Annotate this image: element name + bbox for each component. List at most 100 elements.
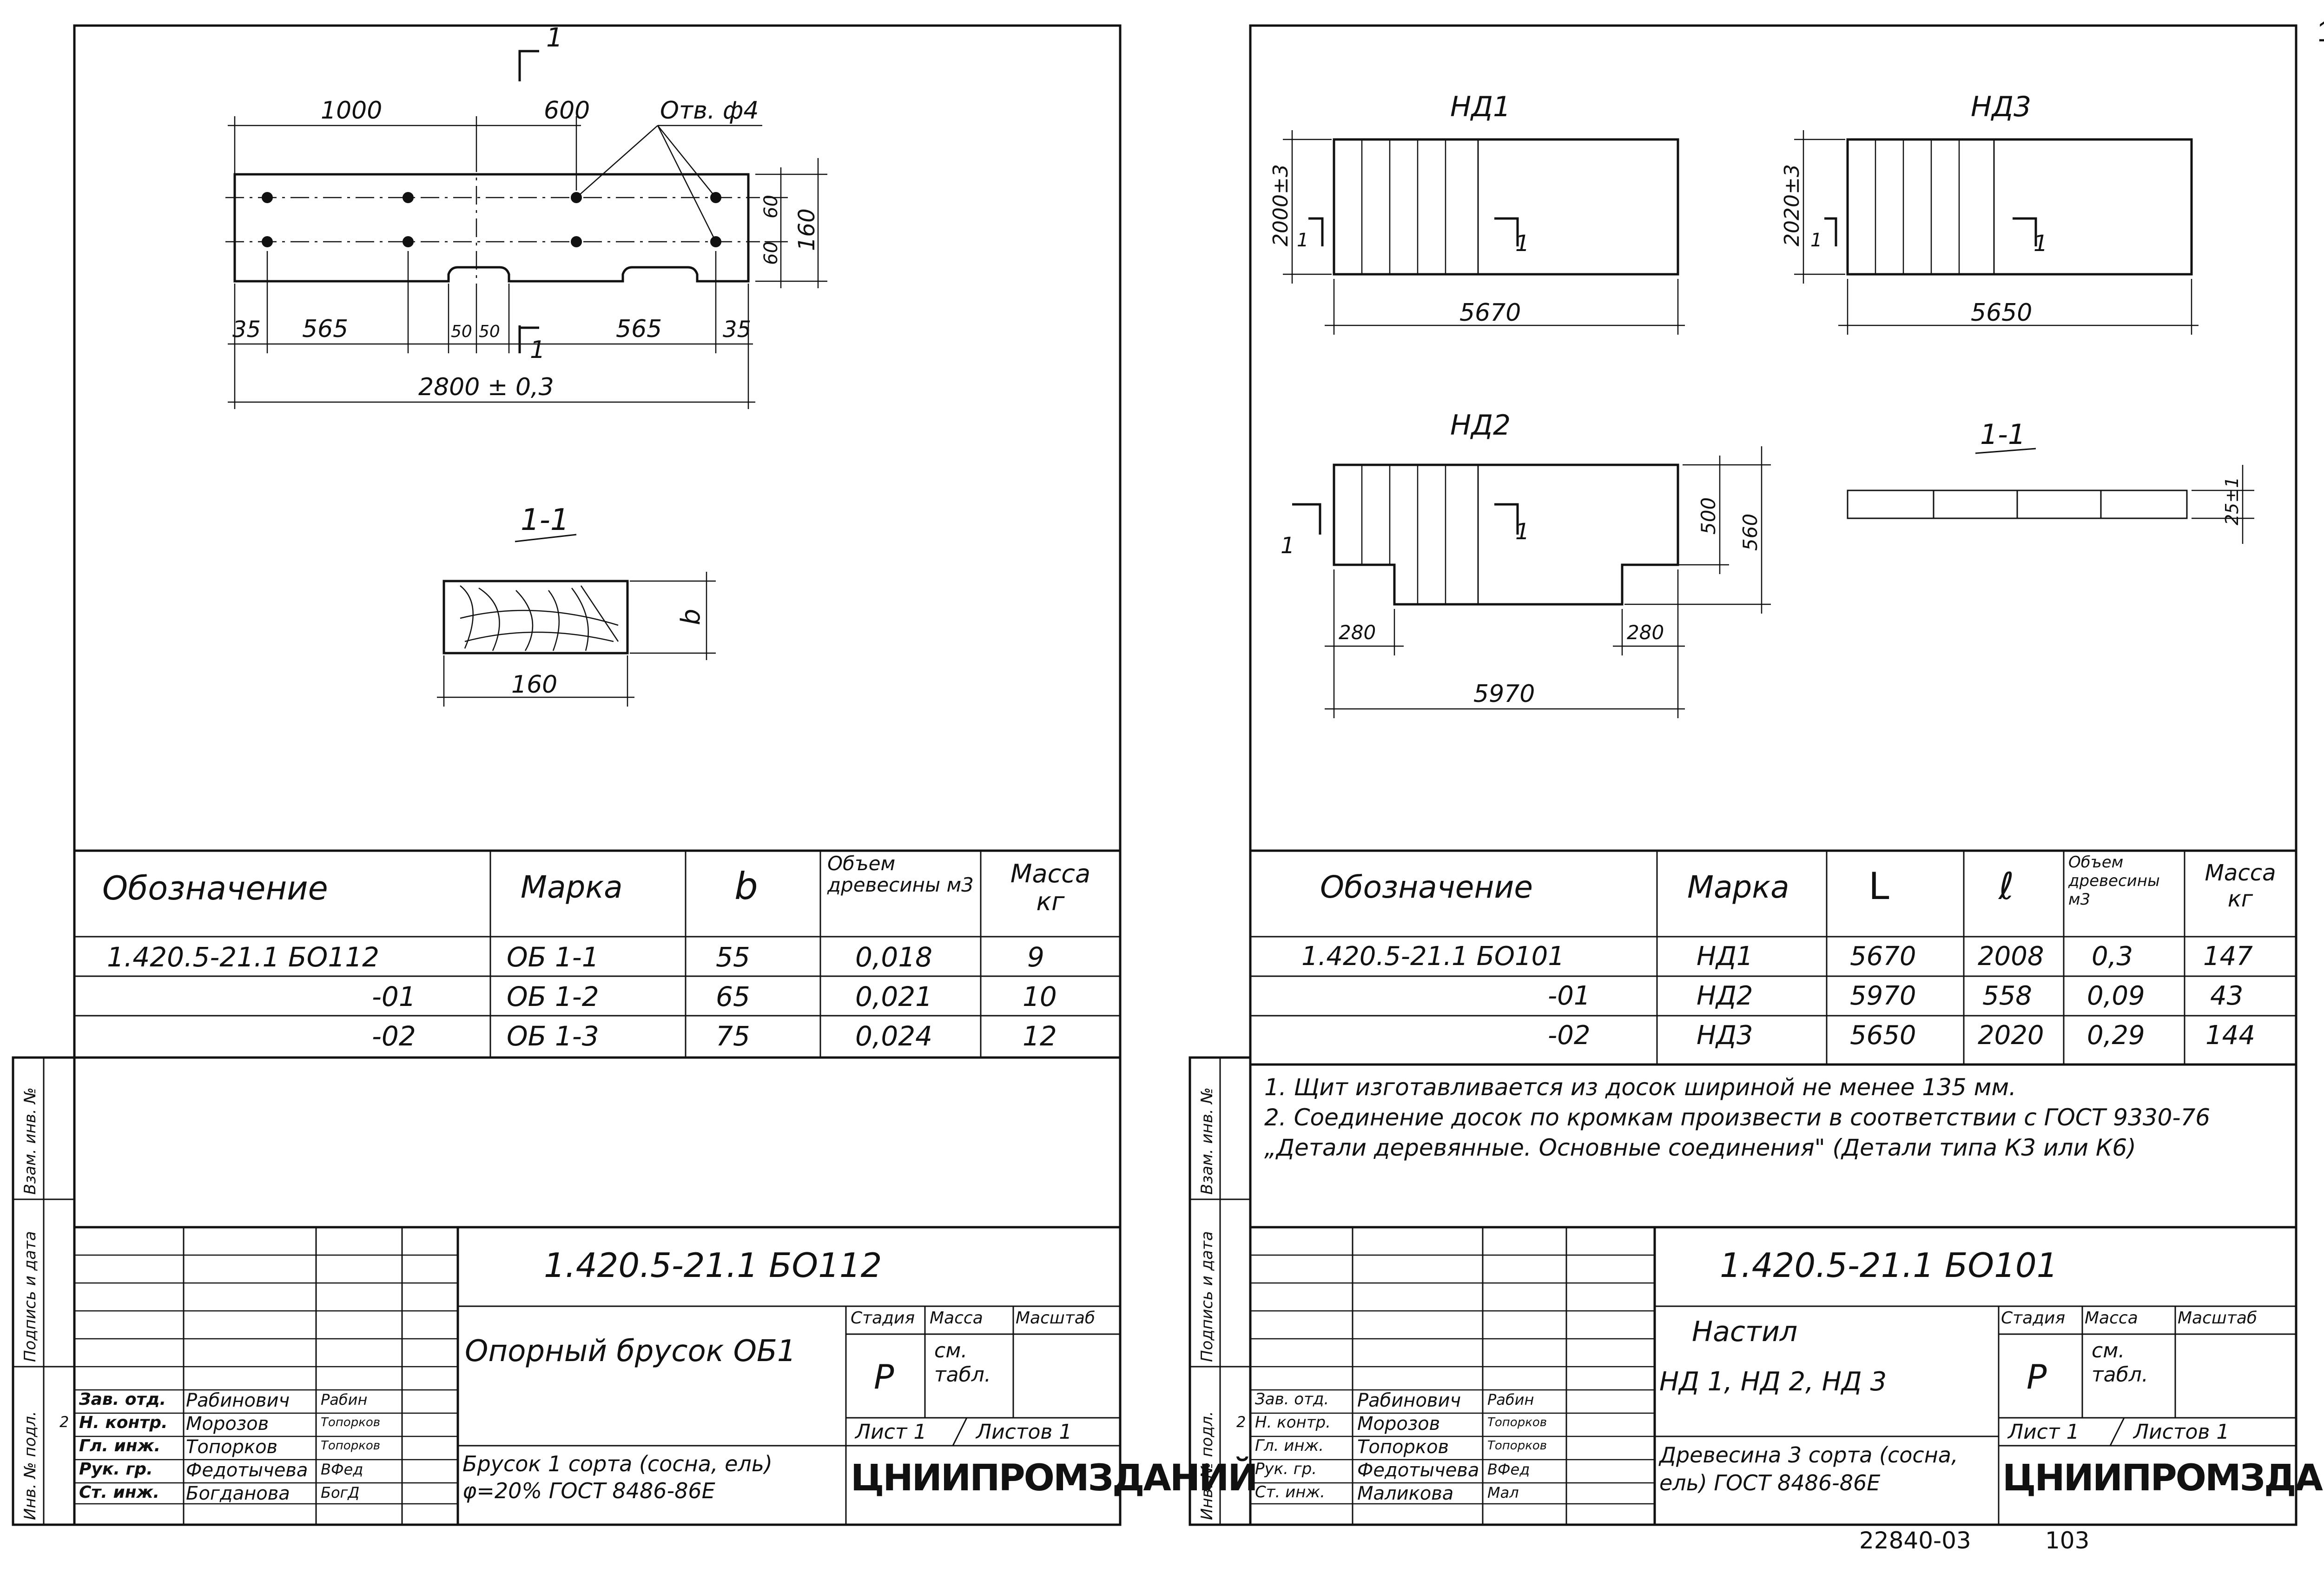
- right-row3-mass: 144: [2205, 1020, 2255, 1051]
- nd1-height: 2000±3: [1269, 164, 1293, 246]
- right-sheets-count: Листов 1: [2133, 1420, 2230, 1444]
- left-row2-mass: 10: [1023, 981, 1057, 1012]
- left-side-label-2: Подпись и дата: [21, 1231, 40, 1362]
- left-name-1: Рабинович: [186, 1390, 290, 1411]
- left-role-3: Гл. инж.: [79, 1436, 161, 1455]
- left-row2-b: 65: [716, 981, 750, 1012]
- nd3-cut-right: 1: [2034, 231, 2048, 257]
- section-mark-top: 1: [546, 23, 563, 53]
- right-sign-5: Мал: [1487, 1484, 1519, 1501]
- dim-565b: 565: [616, 315, 662, 343]
- left-doc-material: Брусок 1 сорта (сосна, ель) φ=20% ГОСТ 8…: [462, 1451, 772, 1503]
- nd1-width: 5670: [1459, 299, 1521, 327]
- right-sheet: [1188, 24, 2298, 1526]
- panel-nd3: [1794, 130, 2199, 335]
- left-th-designation: Обозначение: [102, 869, 328, 907]
- nd2-cut-right: 1: [1515, 519, 1530, 545]
- right-note-2: 2. Соединение досок по кромкам произвест…: [1264, 1104, 2211, 1131]
- right-row2-mass: 43: [2210, 981, 2244, 1011]
- right-row1-volume: 0,3: [2092, 941, 2133, 972]
- nd3-cut-left: 1: [1810, 230, 1822, 251]
- right-doc-code: 1.420.5-21.1 БО101: [1720, 1246, 2058, 1285]
- left-doc-name: Опорный брусок ОБ1: [465, 1334, 796, 1369]
- left-col-scale: Масштаб: [1016, 1309, 1096, 1328]
- nd3-height: 2020±3: [1780, 164, 1804, 246]
- right-role-5: Ст. инж.: [1255, 1483, 1325, 1501]
- left-th-volume: Объем древесины м3: [827, 852, 974, 896]
- right-org: ЦНИИПРОМЗДАНИЙ: [2002, 1457, 2324, 1499]
- left-col-stage: Стадия: [851, 1309, 915, 1328]
- dim-1000: 1000: [321, 97, 382, 125]
- nd2-560: 560: [1739, 514, 1762, 551]
- left-stage: Р: [874, 1357, 894, 1396]
- left-row2-volume: 0,021: [855, 981, 933, 1012]
- left-rev-mark: 2: [59, 1413, 69, 1431]
- dim-600: 600: [544, 97, 590, 125]
- right-row2-volume: 0,09: [2087, 981, 2145, 1011]
- left-sheets-count: Листов 1: [976, 1420, 1072, 1444]
- dim-565a: 565: [302, 315, 348, 343]
- section-label-left: 1-1: [521, 503, 569, 537]
- left-row1-mass: 9: [1027, 941, 1044, 973]
- right-row3-L: 5650: [1850, 1020, 1916, 1051]
- right-name-5: Маликова: [1357, 1483, 1454, 1504]
- nd1-cut-right: 1: [1515, 231, 1530, 257]
- right-row2-designation: -01: [1548, 981, 1591, 1011]
- right-spec-table: [1250, 849, 2296, 1066]
- left-role-2: Н. контр.: [79, 1413, 168, 1432]
- right-doc-material: Древесина 3 сорта (сосна, ель) ГОСТ 8486…: [1659, 1442, 1958, 1495]
- panel-nd1: [1283, 130, 1685, 335]
- left-row1-b: 55: [716, 941, 750, 973]
- right-sheet-no: Лист 1: [2008, 1420, 2080, 1444]
- right-side-label-2: Подпись и дата: [1198, 1231, 1216, 1362]
- left-sheet-no: Лист 1: [855, 1420, 927, 1444]
- bolt-holes: [262, 192, 721, 247]
- left-sheet: [12, 24, 1122, 1526]
- right-title-block: [1250, 1226, 2296, 1525]
- right-row1-mark: НД1: [1697, 941, 1753, 972]
- left-org: ЦНИИПРОМЗДАНИЙ: [851, 1457, 1258, 1499]
- left-sign-1: Рабин: [321, 1391, 368, 1408]
- right-col-scale: Масштаб: [2178, 1309, 2258, 1328]
- right-row2-l: 558: [1982, 981, 2032, 1011]
- right-th-mark: Марка: [1687, 869, 1789, 905]
- right-row1-mass: 147: [2203, 941, 2253, 972]
- right-role-3: Гл. инж.: [1255, 1436, 1324, 1455]
- left-doc-code: 1.420.5-21.1 БО112: [544, 1246, 882, 1285]
- nd1-label: НД1: [1450, 91, 1511, 123]
- dim-50a: 50: [451, 322, 472, 341]
- left-role-1: Зав. отд.: [79, 1390, 166, 1409]
- right-doc-name: Настил: [1692, 1316, 1798, 1348]
- left-col-mass: Масса: [930, 1309, 983, 1328]
- right-side-label-3: Взам. инв. №: [1198, 1087, 1216, 1195]
- page-number: 102: [2317, 14, 2324, 48]
- right-sign-4: ВФед: [1487, 1461, 1530, 1478]
- left-row1-designation: 1.420.5-21.1 БО112: [107, 941, 380, 973]
- right-row3-l: 2020: [1978, 1020, 2044, 1051]
- right-role-1: Зав. отд.: [1255, 1390, 1329, 1408]
- left-role-4: Рук. гр.: [79, 1460, 153, 1479]
- right-doc-name2: НД 1, НД 2, НД 3: [1659, 1367, 1887, 1397]
- dim-60a: 60: [760, 195, 782, 218]
- left-name-5: Богданова: [186, 1483, 290, 1504]
- right-row1-designation: 1.420.5-21.1 БО101: [1301, 941, 1565, 972]
- nd2-cut-left: 1: [1281, 533, 1295, 559]
- left-sign-4: ВФед: [321, 1461, 363, 1478]
- nd2-500: 500: [1697, 497, 1720, 535]
- right-sign-1: Рабин: [1487, 1391, 1534, 1408]
- right-th-l: ℓ: [1999, 865, 2014, 908]
- hole-label: Отв. ф4: [660, 97, 759, 125]
- right-mass-value: см. табл.: [2092, 1339, 2148, 1387]
- left-row3-designation: -02: [372, 1020, 416, 1052]
- right-th-mass: Масса кг: [2205, 860, 2276, 912]
- right-th-L: L: [1868, 865, 1889, 908]
- right-row2-L: 5970: [1850, 981, 1916, 1011]
- left-role-5: Ст. инж.: [79, 1483, 160, 1502]
- nd3-width: 5650: [1971, 299, 2032, 327]
- right-role-2: Н. контр.: [1255, 1413, 1331, 1432]
- left-name-3: Топорков: [186, 1436, 278, 1458]
- left-sign-3: Топорков: [321, 1439, 381, 1453]
- left-spec-table: [74, 849, 1120, 1059]
- left-th-mark: Марка: [521, 869, 623, 905]
- right-name-3: Топорков: [1357, 1436, 1449, 1458]
